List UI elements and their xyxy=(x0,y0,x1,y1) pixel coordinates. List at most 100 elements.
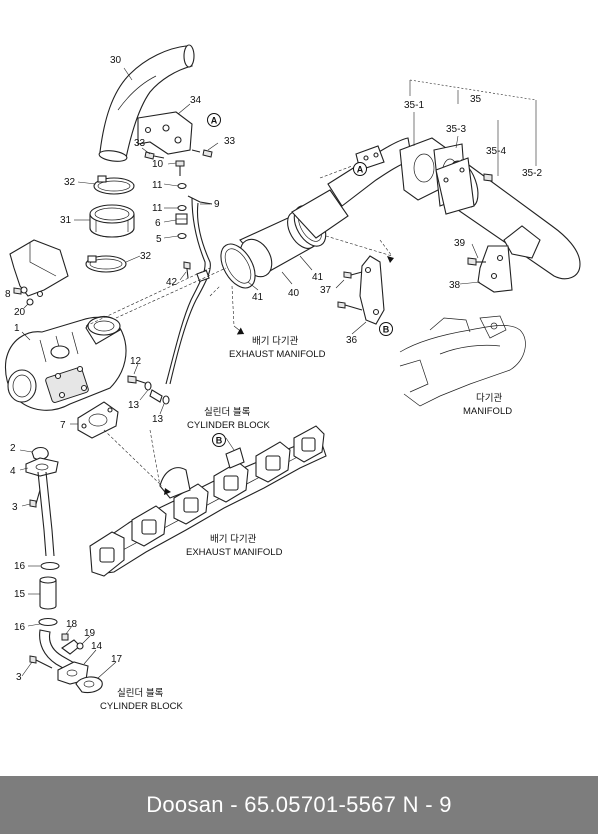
plug-18 xyxy=(61,633,69,641)
footer-part-number: Doosan - 65.05701-5567 N - 9 xyxy=(146,792,452,817)
part-label: 11 xyxy=(152,203,163,214)
exhaust-manifold-mid xyxy=(89,425,327,577)
intake-manifold xyxy=(399,315,526,407)
svg-text:실린더 블록: 실린더 블록 xyxy=(117,688,164,699)
washer-19 xyxy=(76,642,84,650)
svg-text:실린더 블록: 실린더 블록 xyxy=(204,407,251,418)
svg-text:B: B xyxy=(383,325,390,335)
svg-text:B: B xyxy=(216,436,223,446)
part-label: 42 xyxy=(166,277,178,288)
washer-11-top xyxy=(177,182,187,190)
part-label: 9 xyxy=(214,199,220,210)
part-label: 13 xyxy=(128,400,140,411)
washer-13-left xyxy=(144,381,152,391)
bracket-34 xyxy=(137,111,193,155)
part-label: 16 xyxy=(14,622,26,633)
part-label: 37 xyxy=(320,285,332,296)
washer-20 xyxy=(26,298,34,306)
elbow-hose-30 xyxy=(98,44,195,162)
bracket-36 xyxy=(359,255,385,325)
part-label: 35 xyxy=(470,94,482,105)
washer-5 xyxy=(177,232,187,240)
part-label: 15 xyxy=(14,589,26,600)
svg-text:다기관: 다기관 xyxy=(476,393,502,404)
circle-ref-b-manifold: B xyxy=(212,433,226,447)
part-label: 35-3 xyxy=(446,124,466,135)
leader-lines xyxy=(19,67,537,679)
svg-text:MANIFOLD: MANIFOLD xyxy=(463,406,512,417)
part-labels: 30 34 33 33 10 11 11 9 32 31 6 5 32 42 8… xyxy=(5,55,542,683)
part-label: 33 xyxy=(224,136,236,147)
part-label: 36 xyxy=(346,335,358,346)
part-label: 8 xyxy=(5,289,11,300)
bracket-8 xyxy=(9,239,69,298)
part-label: 30 xyxy=(110,55,122,66)
svg-text:A: A xyxy=(357,165,364,175)
footer-bar: Doosan - 65.05701-5567 N - 9 xyxy=(0,776,598,834)
svg-text:배기 다기관: 배기 다기관 xyxy=(252,336,299,347)
part-label: 41 xyxy=(312,272,324,283)
bolt-42 xyxy=(183,261,191,279)
bolt-33-left xyxy=(144,151,165,160)
sleeve-31 xyxy=(89,204,135,238)
bolt-33-right xyxy=(191,149,213,158)
hose-15 xyxy=(39,576,57,610)
bolt-3-bottom xyxy=(29,655,53,669)
svg-text:EXHAUST MANIFOLD: EXHAUST MANIFOLD xyxy=(229,349,326,360)
bolt-8 xyxy=(13,287,22,295)
svg-text:CYLINDER BLOCK: CYLINDER BLOCK xyxy=(100,701,184,712)
part-label: 3 xyxy=(16,672,22,683)
clamp-16-bottom xyxy=(38,617,58,627)
caption-cylinder-block-mid: 실린더 블록 CYLINDER BLOCK xyxy=(187,407,271,431)
arrows xyxy=(164,256,394,495)
part-label: 20 xyxy=(14,307,26,318)
part-label: 2 xyxy=(10,443,16,454)
circle-ref-a-right: A xyxy=(353,162,367,176)
part-label: 32 xyxy=(64,177,76,188)
part-label: 3 xyxy=(12,502,18,513)
part-label: 17 xyxy=(111,654,123,665)
part-label: 10 xyxy=(152,159,164,170)
part-label: 35-4 xyxy=(486,146,506,157)
bolt-37-top xyxy=(343,271,363,279)
part-label: 35-1 xyxy=(404,100,424,111)
part-label: 35-2 xyxy=(522,168,542,179)
part-label: 40 xyxy=(288,288,300,299)
svg-text:EXHAUST MANIFOLD: EXHAUST MANIFOLD xyxy=(186,547,283,558)
circle-ref-a-top: A xyxy=(207,113,221,127)
bolt-10 xyxy=(175,160,185,176)
exploded-parts-diagram: 30 34 33 33 10 11 11 9 32 31 6 5 32 42 8… xyxy=(4,44,581,712)
svg-text:A: A xyxy=(211,116,218,126)
clamp-16-top xyxy=(40,561,60,571)
return-pipe xyxy=(37,471,55,557)
adapter-6 xyxy=(175,213,188,225)
svg-text:CYLINDER BLOCK: CYLINDER BLOCK xyxy=(187,420,271,431)
diagram-canvas: 30 34 33 33 10 11 11 9 32 31 6 5 32 42 8… xyxy=(4,44,581,712)
part-label: 5 xyxy=(156,234,162,245)
caption-exhaust-manifold-mid: 배기 다기관 EXHAUST MANIFOLD xyxy=(186,534,283,558)
caption-manifold: 다기관 MANIFOLD xyxy=(463,393,512,417)
silencer-pipe-35-2 xyxy=(435,157,581,280)
flange-4 xyxy=(25,457,59,477)
part-label: 14 xyxy=(91,641,103,652)
part-label: 18 xyxy=(66,619,78,630)
bolt-35-4 xyxy=(483,173,493,182)
part-label: 13 xyxy=(152,414,164,425)
part-label: 38 xyxy=(449,280,461,291)
part-label: 12 xyxy=(130,356,142,367)
svg-text:배기 다기관: 배기 다기관 xyxy=(210,534,257,545)
part-label: 7 xyxy=(60,420,66,431)
gasket-7 xyxy=(77,401,119,439)
part-label: 34 xyxy=(190,95,202,106)
part-label: 32 xyxy=(140,251,152,262)
part-label: 6 xyxy=(155,218,161,229)
part-label: 1 xyxy=(14,323,20,334)
washer-13-right xyxy=(162,395,170,405)
oil-feed-pipe-9 xyxy=(165,195,213,385)
gasket-17 xyxy=(75,676,103,694)
part-label: 4 xyxy=(10,466,16,477)
banjo-fitting xyxy=(149,389,163,403)
circle-ref-b-bracket: B xyxy=(379,322,393,336)
bolt-39 xyxy=(467,257,486,266)
bolt-37-bottom xyxy=(337,301,363,311)
